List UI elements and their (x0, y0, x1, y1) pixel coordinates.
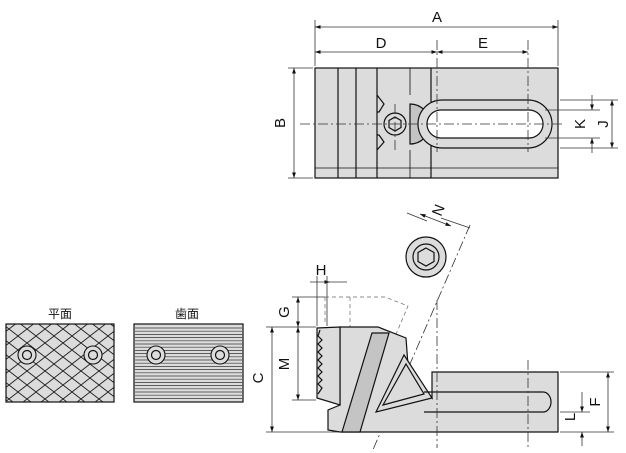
side-view-window (374, 353, 433, 413)
flat-face-hole-icon-2 (83, 345, 103, 365)
flat-face-variant: 平面 (5, 307, 115, 403)
dim-D-label: D (376, 35, 387, 52)
side-view-wedge (341, 332, 390, 433)
dim-A-label: A (432, 9, 442, 26)
bolt-detail-head-icon (405, 236, 447, 278)
flat-face-label: 平面 (48, 307, 72, 321)
side-view-jaw (316, 326, 341, 406)
dim-M-label: M (276, 358, 293, 371)
dim-L-label: L (562, 413, 579, 421)
dim-E-label: E (478, 35, 488, 52)
flat-face-hole-icon-1 (17, 345, 37, 365)
dim-J-label: J (595, 120, 612, 128)
top-view: A D E B K J (272, 9, 618, 179)
dim-H-label: H (316, 262, 327, 279)
dim-N-label: N (429, 202, 449, 218)
serrated-face-label: 歯面 (175, 307, 199, 321)
serrated-face-variant: 歯面 (133, 307, 244, 403)
dim-G-label: G (276, 306, 293, 318)
serrated-face-hole-icon-1 (146, 345, 166, 365)
side-view: H G M C L F (250, 262, 614, 448)
dim-C-label: C (250, 372, 267, 383)
dim-F-label: F (587, 397, 604, 406)
serrated-face-hole-icon-2 (210, 345, 230, 365)
dim-K-label: K (572, 119, 589, 129)
dim-B-label: B (272, 118, 289, 128)
